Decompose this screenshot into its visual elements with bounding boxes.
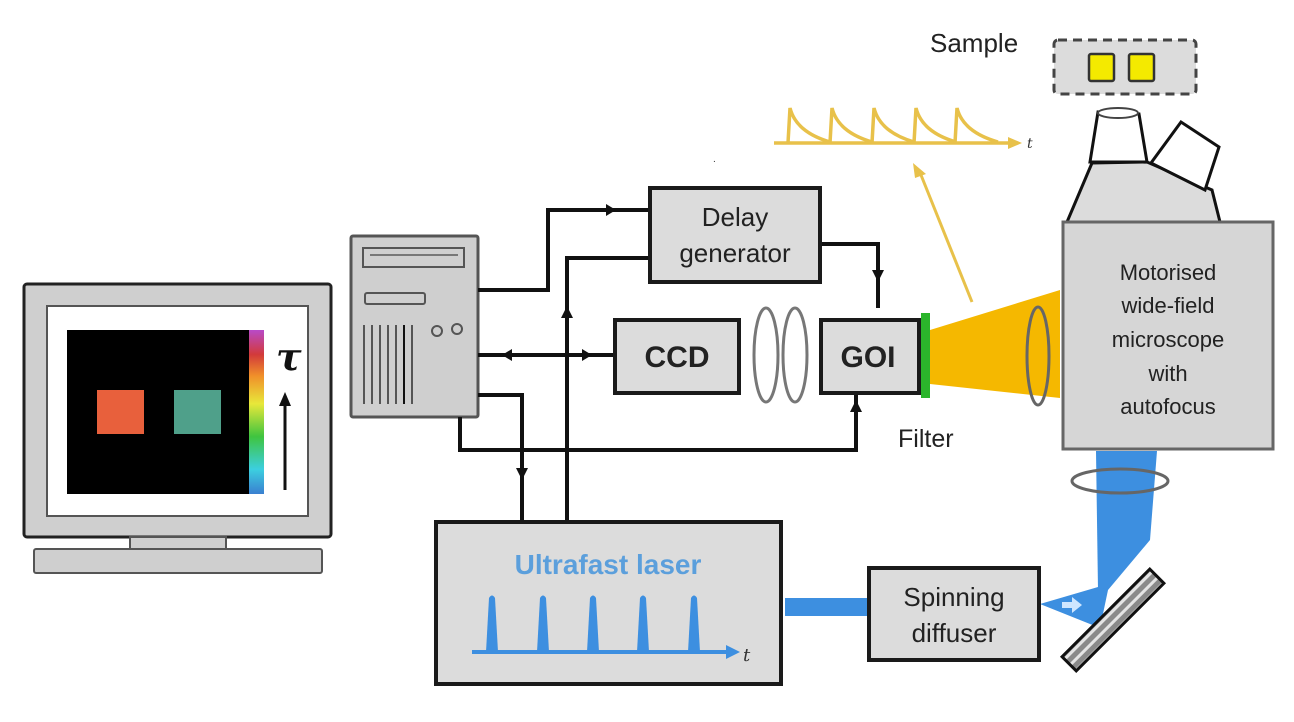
svg-text:CCD: CCD (645, 341, 710, 374)
eyepiece-left (1088, 110, 1149, 164)
laser-pulse-train (472, 595, 740, 659)
roi-teal (174, 390, 221, 434)
sample-well-2 (1127, 52, 1156, 83)
relay-lenses (752, 306, 809, 404)
emission-filter (921, 313, 930, 398)
mirror (1059, 566, 1167, 674)
roi-red (97, 390, 144, 434)
monitor-neck (129, 536, 227, 550)
beam-direction-arrow-icon (1062, 597, 1082, 613)
svg-text:with: with (1147, 361, 1187, 386)
svg-text:generator: generator (679, 238, 791, 268)
svg-text:diffuser: diffuser (912, 618, 997, 648)
sample-holder (1052, 38, 1198, 96)
svg-text:autofocus: autofocus (1120, 394, 1215, 419)
filter-label: Filter (898, 425, 954, 453)
fluorescence-beam (930, 290, 1060, 398)
signal-wires (458, 204, 884, 520)
power-button (431, 325, 443, 337)
laser-time-axis-label: t (743, 645, 751, 666)
tube-lens (1025, 305, 1051, 407)
microscope-body: Motorised wide-field microscope with aut… (1061, 220, 1275, 451)
drive-slot (364, 292, 426, 305)
svg-text:microscope: microscope (1112, 327, 1224, 352)
sample-label: Sample (930, 28, 1018, 58)
computer-tower (349, 234, 480, 419)
monitor: τ (22, 282, 333, 574)
ultrafast-laser: Ultrafast laser t (434, 520, 783, 686)
fluorescence-decay-trace (774, 107, 1022, 149)
laser-beam (785, 598, 870, 616)
signal-arrow-icon (913, 163, 974, 303)
svg-text:GOI: GOI (840, 341, 895, 374)
spinning-diffuser: Spinning diffuser (867, 566, 1041, 662)
delay-generator: Delay generator (648, 186, 822, 284)
excitation-beam-vertical (1096, 451, 1157, 590)
svg-text:Delay: Delay (702, 202, 768, 232)
vent-grille (363, 325, 413, 404)
tau-arrow-icon (279, 392, 291, 490)
lifetime-colorbar (249, 330, 264, 494)
tau-symbol: τ (276, 334, 302, 379)
goi-intensifier: GOI (819, 318, 921, 395)
svg-text:Motorised: Motorised (1120, 260, 1217, 285)
eyepiece-right (1148, 119, 1221, 193)
sample-well-1 (1087, 52, 1116, 83)
ccd-camera: CCD (613, 318, 741, 395)
svg-text:wide-field: wide-field (1121, 293, 1215, 318)
svg-text:.: . (713, 154, 716, 165)
condenser-lens (1070, 467, 1170, 495)
trace-time-axis-label: t (1027, 136, 1033, 152)
microscope-head (1064, 107, 1222, 224)
flim-image (67, 330, 249, 494)
laser-label: Ultrafast laser (515, 549, 702, 580)
svg-text:Spinning: Spinning (903, 582, 1004, 612)
reset-button (451, 323, 463, 335)
monitor-base (33, 548, 323, 574)
drive-bay (362, 247, 465, 268)
